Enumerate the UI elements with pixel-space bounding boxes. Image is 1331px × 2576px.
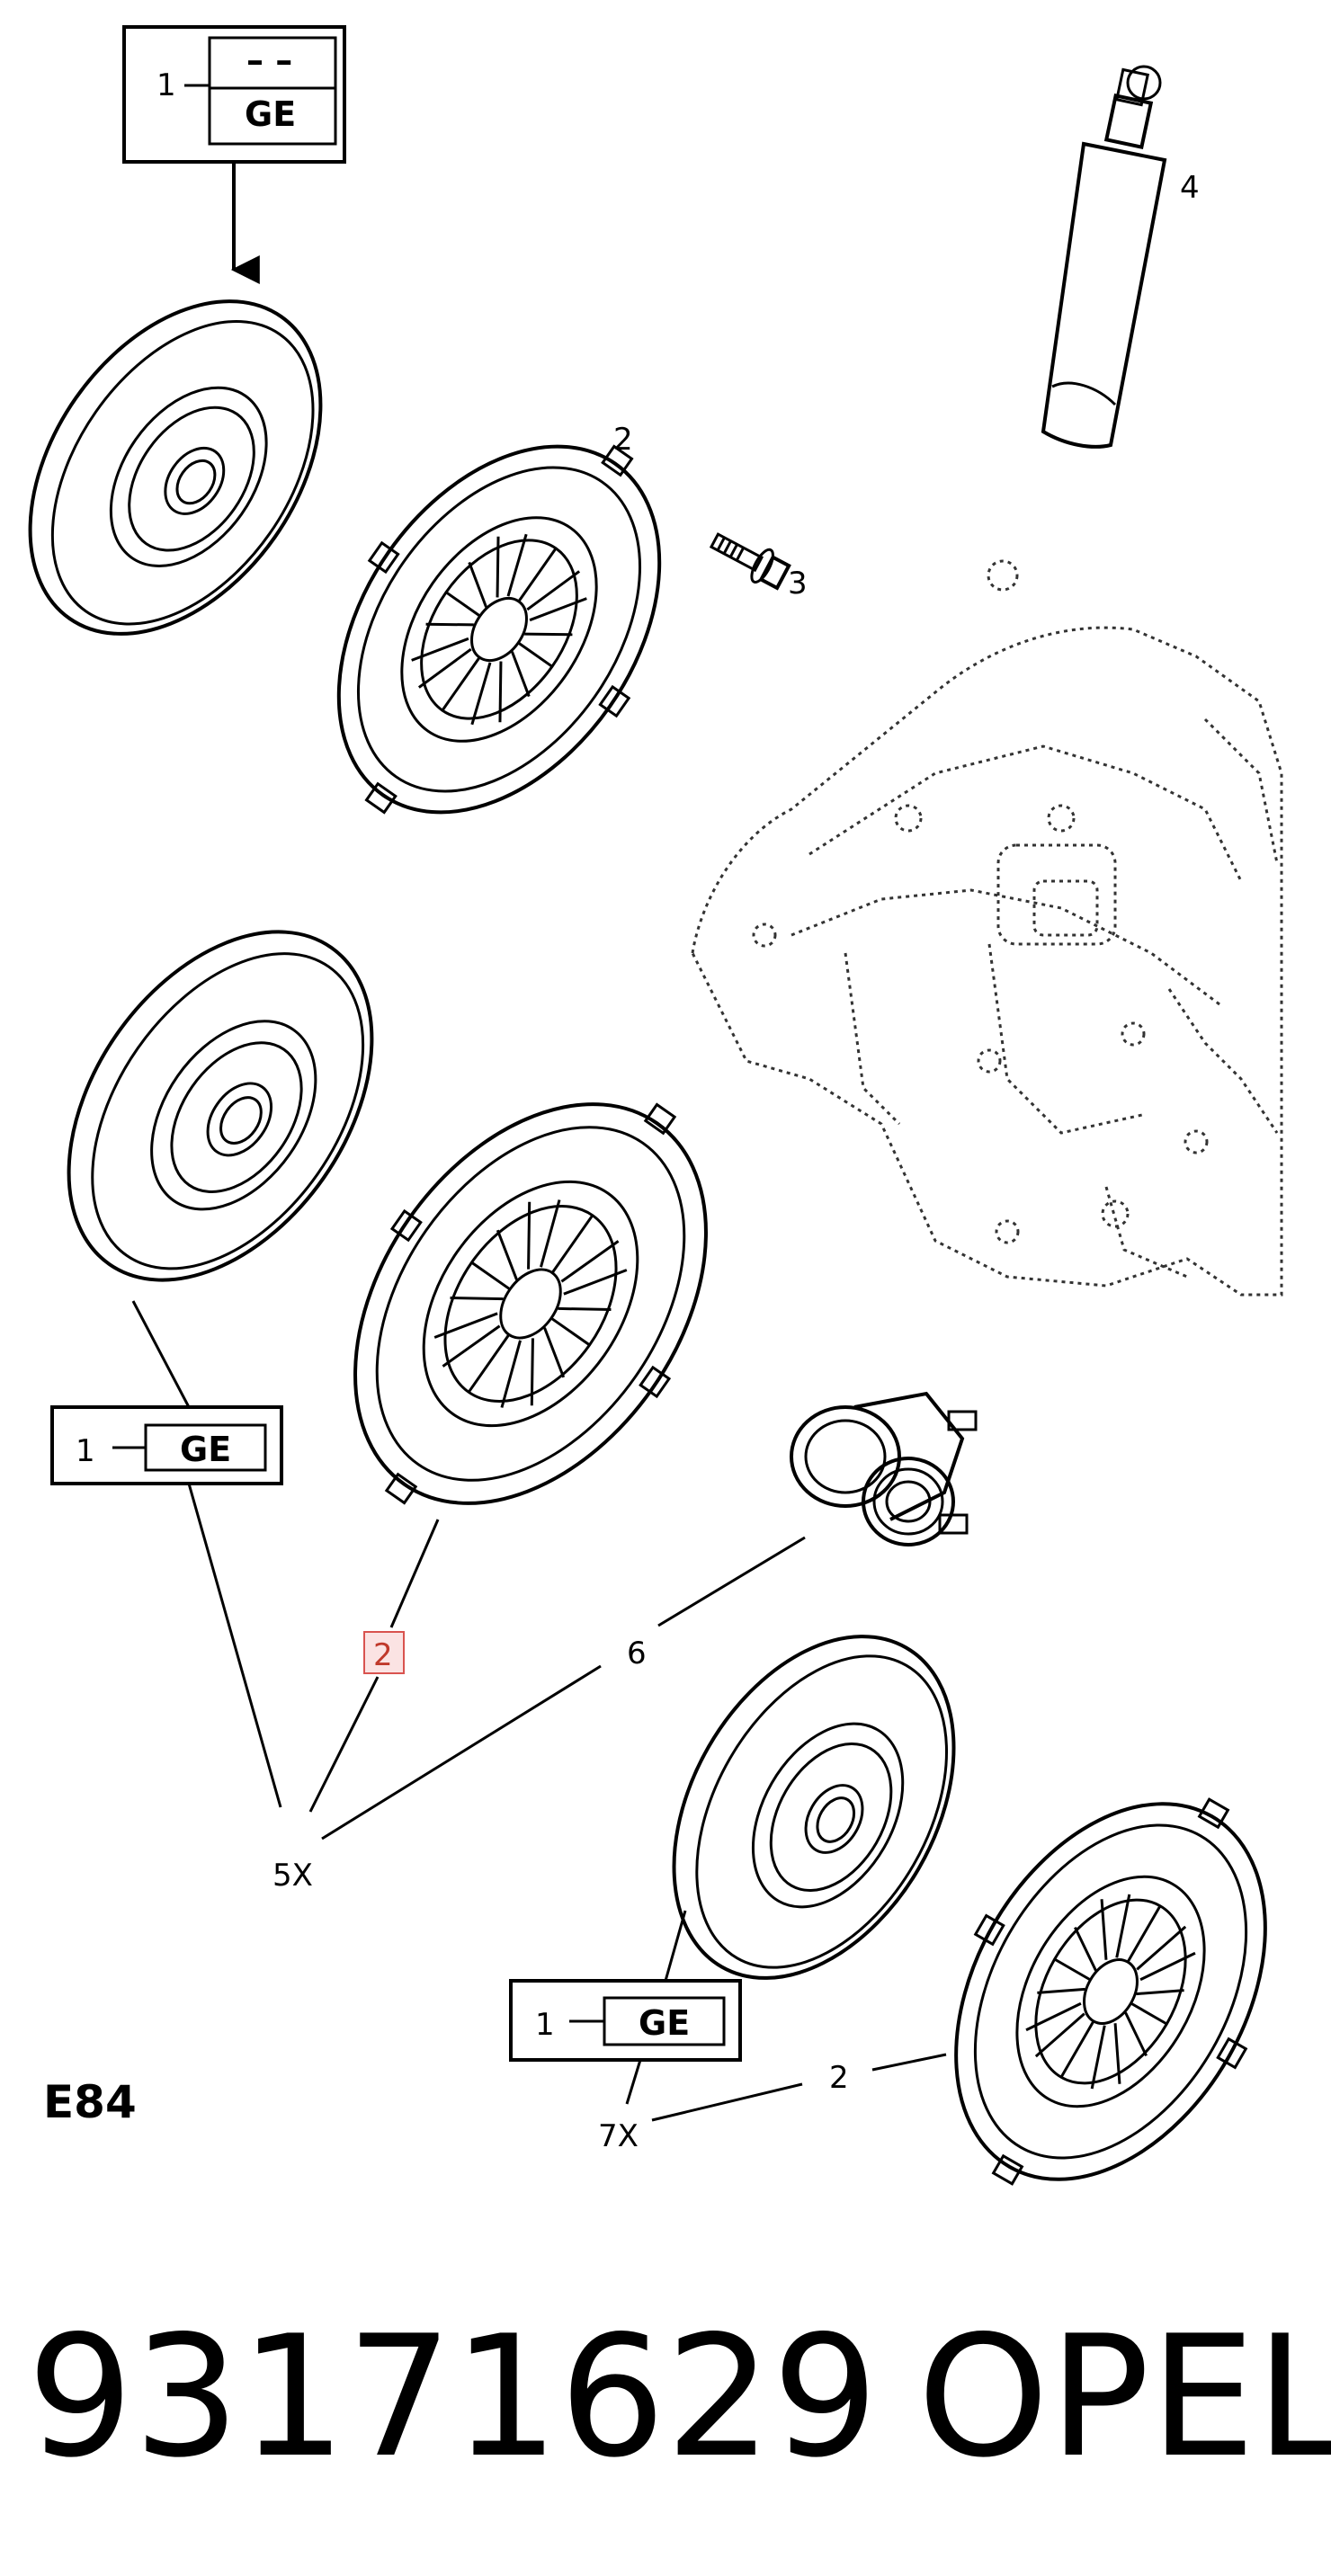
ge-box-top: 1 – – GE [122, 25, 346, 164]
brand-name: OPEL [917, 2299, 1331, 2494]
callout-tube: 4 [1180, 170, 1200, 206]
ge-box-top-label: GE [245, 94, 296, 134]
gearbox-housing [691, 559, 1283, 1297]
ge-box-top-qty: 1 [156, 67, 176, 103]
ge-box-lower-label: GE [639, 2003, 690, 2043]
clutch-disc-top [28, 299, 323, 636]
pressure-plate-middle [353, 1102, 708, 1505]
leader-lines-7x [625, 1910, 947, 2122]
release-bearing [790, 1391, 978, 1546]
pressure-plate-top [336, 444, 662, 815]
clutch-disc-lower [672, 1635, 956, 1980]
ge-box-lower-qty: 1 [535, 2007, 555, 2043]
leader-lines-5x [131, 1300, 806, 1841]
ge-box-middle-label: GE [180, 1430, 231, 1469]
callout-bolt: 3 [788, 566, 808, 602]
callout-group-5x: 5X [272, 1858, 313, 1894]
grease-tube [1041, 65, 1167, 449]
callout-pressure-plate-lower: 2 [829, 2060, 849, 2096]
ge-box-middle: 1 GE [50, 1405, 283, 1485]
diaphragm-fingers-lower [1025, 1894, 1196, 2090]
diaphragm-fingers-top [411, 533, 587, 726]
ge-box-top-dashes: – – [246, 40, 292, 80]
diaphragm-fingers-middle [433, 1199, 628, 1408]
ge-box-lower: 1 GE [509, 1979, 742, 2062]
callout-pressure-plate-highlighted-label: 2 [373, 1637, 393, 1673]
clutch-disc-middle [67, 930, 374, 1282]
pressure-plate-lower [954, 1797, 1267, 2186]
ge-box-middle-qty: 1 [76, 1433, 95, 1469]
section-code: E84 [43, 2076, 137, 2128]
bolt [709, 532, 791, 591]
callout-pressure-plate-top: 2 [613, 422, 633, 458]
part-number: 93171629 [27, 2299, 879, 2494]
callout-release-bearing: 6 [627, 1636, 647, 1671]
callout-group-7x: 7X [598, 2118, 639, 2154]
callout-pressure-plate-highlighted[interactable]: 2 [363, 1631, 405, 1674]
